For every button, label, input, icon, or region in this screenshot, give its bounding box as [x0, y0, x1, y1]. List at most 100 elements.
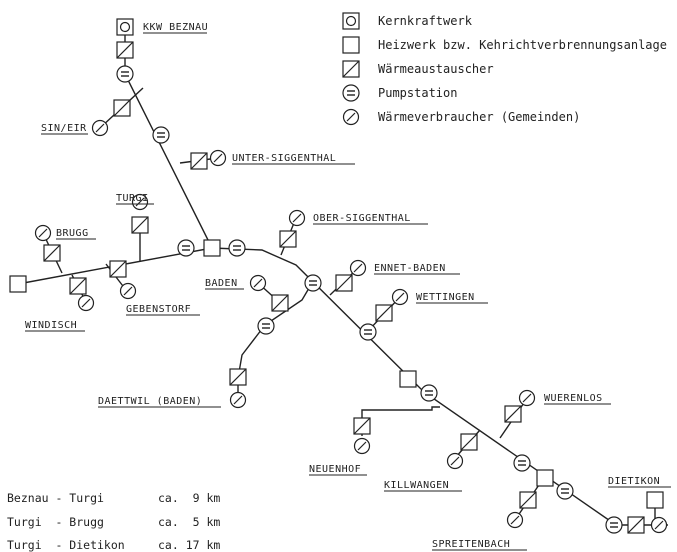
pump-station-icon — [359, 323, 377, 341]
distance-value: ca. 9 km — [158, 491, 220, 505]
heat-exchanger-icon — [43, 244, 61, 262]
label-wettingen: WETTINGEN — [416, 292, 488, 304]
label-wettingen-text: WETTINGEN — [416, 292, 475, 303]
pump-station-icon — [177, 239, 195, 257]
heat-consumer-icon — [650, 516, 668, 534]
label-turgi: TURGI — [116, 193, 154, 205]
heat-consumer-icon — [342, 108, 360, 126]
distance-value: ca. 5 km — [158, 515, 220, 529]
legend-label-heizwerk: Heizwerk bzw. Kehrichtverbrennungsanlage — [378, 38, 667, 52]
heat-consumer-icon — [506, 511, 524, 529]
legend-item-kernkraftwerk: Kernkraftwerk — [342, 12, 473, 30]
label-ennet-baden-text: ENNET-BADEN — [374, 263, 446, 274]
heat-exchanger-icon — [342, 60, 360, 78]
heat-exchanger-icon — [113, 99, 131, 117]
heat-consumer-icon — [34, 224, 52, 242]
heat-consumer-icon — [349, 259, 367, 277]
label-neuenhof-text: NEUENHOF — [309, 464, 361, 475]
label-neuenhof: NEUENHOF — [309, 464, 367, 476]
heat-exchanger-icon — [504, 405, 522, 423]
distance-route: Beznau - Turgi — [7, 491, 104, 505]
label-killwangen-text: KILLWANGEN — [384, 480, 449, 491]
heizwerk-icon — [536, 469, 554, 487]
label-killwangen: KILLWANGEN — [384, 480, 462, 492]
label-sin-eir-text: SIN/EIR — [41, 123, 87, 134]
pump-station-icon — [228, 239, 246, 257]
distance-table: Beznau - Turgi ca. 9 km Turgi - Brugg ca… — [7, 491, 220, 552]
heizwerk-icon — [646, 491, 664, 509]
distance-row: Beznau - Turgi ca. 9 km — [7, 491, 220, 505]
pump-station-icon — [257, 317, 275, 335]
label-ober-siggenthal: OBER-SIGGENTHAL — [313, 213, 428, 225]
pump-station-icon — [556, 482, 574, 500]
heat-consumer-icon — [391, 288, 409, 306]
label-kkw-beznau-text: KKW BEZNAU — [143, 22, 208, 33]
distance-row: Turgi - Brugg ca. 5 km — [7, 515, 220, 529]
kkw-beznau-icon — [116, 18, 134, 36]
legend-item-waermeverbraucher: Wärmeverbraucher (Gemeinden) — [342, 108, 580, 126]
label-wuerenlos-text: WUERENLOS — [544, 393, 603, 404]
legend-label-waermeaustauscher: Wärmeaustauscher — [378, 62, 494, 76]
distance-row: Turgi - Dietikon ca. 17 km — [7, 538, 220, 552]
legend-item-waermeaustauscher: Wärmeaustauscher — [342, 60, 494, 78]
heat-exchanger-icon — [375, 304, 393, 322]
label-windisch: WINDISCH — [25, 320, 85, 332]
heat-exchanger-icon — [116, 41, 134, 59]
label-baden-text: BADEN — [205, 278, 238, 289]
heat-consumer-icon — [353, 437, 371, 455]
heat-consumer-icon — [249, 274, 267, 292]
legend-label-waermeverbraucher: Wärmeverbraucher (Gemeinden) — [378, 110, 580, 124]
label-sin-eir: SIN/EIR — [41, 123, 88, 135]
heizwerk-icon — [342, 36, 360, 54]
label-spreitenbach: SPREITENBACH — [432, 539, 527, 551]
legend-item-heizwerk: Heizwerk bzw. Kehrichtverbrennungsanlage — [342, 36, 667, 54]
label-baden: BADEN — [205, 278, 244, 290]
label-wuerenlos: WUERENLOS — [544, 393, 611, 405]
heat-consumer-icon — [119, 282, 137, 300]
pipe-turgi-dietikon — [211, 247, 668, 526]
heat-exchanger-icon — [69, 277, 87, 295]
label-brugg-text: BRUGG — [56, 228, 89, 239]
kernkraftwerk-icon — [342, 12, 360, 30]
label-dietikon-text: DIETIKON — [608, 476, 660, 487]
heat-consumer-icon — [446, 452, 464, 470]
label-ennet-baden: ENNET-BADEN — [374, 263, 460, 275]
heat-consumer-icon — [77, 294, 95, 312]
legend-label-pumpstation: Pumpstation — [378, 86, 457, 100]
pump-station-icon — [513, 454, 531, 472]
heat-exchanger-icon — [627, 516, 645, 534]
label-ober-siggenthal-text: OBER-SIGGENTHAL — [313, 213, 411, 224]
heizwerk-icon — [203, 239, 221, 257]
legend-item-pumpstation: Pumpstation — [342, 84, 457, 102]
heat-consumer-icon — [209, 149, 227, 167]
label-turgi-text: TURGI — [116, 193, 149, 204]
heat-consumer-icon — [518, 389, 536, 407]
label-daettwil-text: DAETTWIL (BADEN) — [98, 396, 202, 407]
pump-station-icon — [420, 384, 438, 402]
legend-label-kernkraftwerk: Kernkraftwerk — [378, 14, 473, 28]
heat-exchanger-icon — [335, 274, 353, 292]
pump-station-icon — [152, 126, 170, 144]
place-labels: KKW BEZNAU SIN/EIR UNTER-SIGGENTHAL TURG… — [25, 22, 671, 551]
heizwerk-icon — [9, 275, 27, 293]
distance-route: Turgi - Dietikon — [7, 538, 125, 552]
label-unter-siggenthal-text: UNTER-SIGGENTHAL — [232, 153, 336, 164]
heat-consumer-icon — [91, 119, 109, 137]
network-symbols — [9, 18, 668, 534]
label-gebenstorf-text: GEBENSTORF — [126, 304, 191, 315]
heat-exchanger-icon — [353, 417, 371, 435]
label-brugg: BRUGG — [56, 228, 96, 240]
pump-station-icon — [304, 274, 322, 292]
heizwerk-icon — [399, 370, 417, 388]
heat-exchanger-icon — [271, 294, 289, 312]
distance-route: Turgi - Brugg — [7, 515, 104, 529]
label-kkw-beznau: KKW BEZNAU — [143, 22, 208, 34]
label-dietikon: DIETIKON — [608, 476, 671, 488]
heat-exchanger-icon — [131, 216, 149, 234]
legend: Kernkraftwerk Heizwerk bzw. Kehrichtverb… — [342, 12, 667, 126]
label-daettwil: DAETTWIL (BADEN) — [98, 396, 221, 408]
heat-exchanger-icon — [109, 260, 127, 278]
pump-station-icon — [116, 65, 134, 83]
label-unter-siggenthal: UNTER-SIGGENTHAL — [232, 153, 355, 165]
